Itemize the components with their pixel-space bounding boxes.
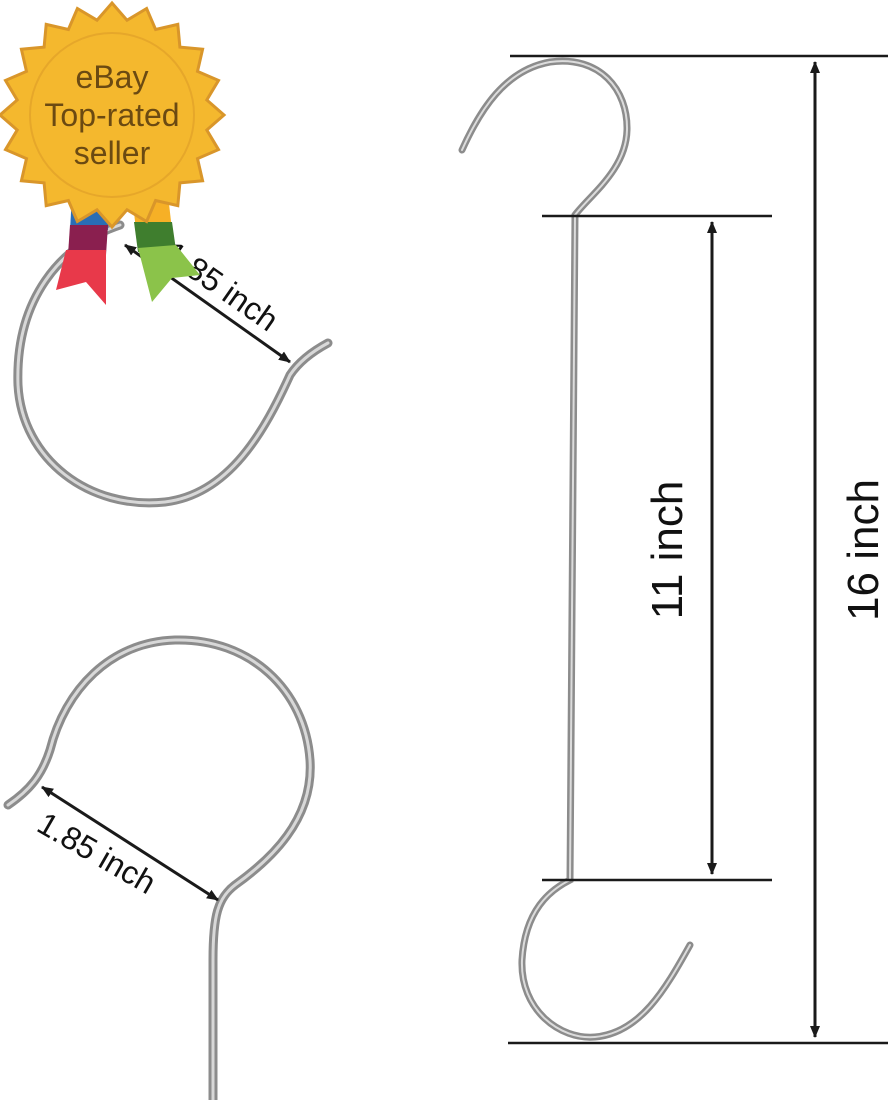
hook-detail-bottom-dimension-line bbox=[41, 785, 219, 902]
overall-dimension-label: 16 inch bbox=[839, 479, 888, 621]
badge-seal bbox=[0, 0, 227, 230]
hook-detail-bottom: 1.85 inch bbox=[3, 635, 315, 1105]
inner-dimension-label: 11 inch bbox=[643, 481, 692, 620]
full-hook: 11 inch 16 inch bbox=[458, 54, 888, 1045]
ebay-top-rated-badge: eBay Top-rated seller bbox=[0, 0, 227, 305]
badge-line-3: seller bbox=[74, 135, 151, 171]
badge-line-1: eBay bbox=[76, 59, 149, 95]
badge-seal-ring bbox=[29, 32, 195, 198]
badge-line-2: Top-rated bbox=[44, 97, 179, 133]
